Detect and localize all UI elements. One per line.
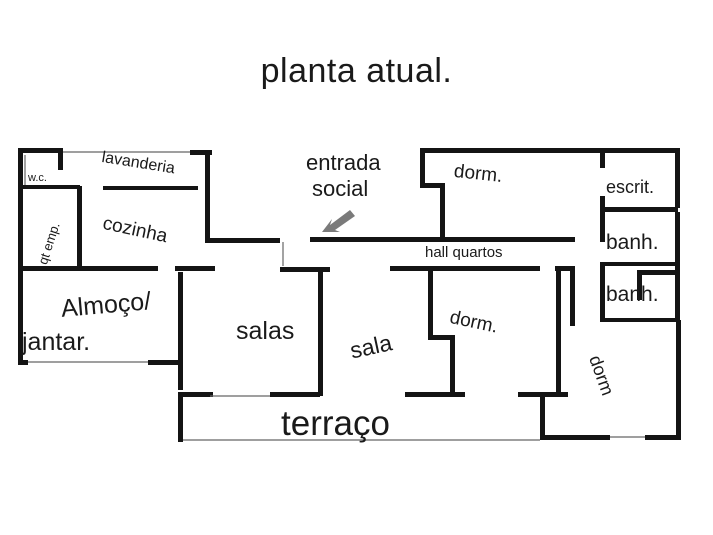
walls [18,148,681,442]
room-label-wc: w.c. [28,172,47,184]
room-label-hall-quartos: hall quartos [425,244,503,261]
room-label-terraco: terraço [281,404,390,443]
room-label-social: social [312,176,369,201]
room-label-escrit: escrit. [606,177,655,197]
page-title: planta atual. [260,52,453,90]
room-label-jantar: jantar. [22,328,91,356]
room-label-dorm-top: dorm. [452,161,504,187]
thin-lines [24,151,645,441]
room-label-salas: salas [236,317,295,345]
entry-arrow-icon [322,210,355,232]
room-label-banh-2: banh. [606,283,659,306]
room-label-banh-1: banh. [606,231,659,254]
room-label-entrada: entrada [306,150,381,175]
